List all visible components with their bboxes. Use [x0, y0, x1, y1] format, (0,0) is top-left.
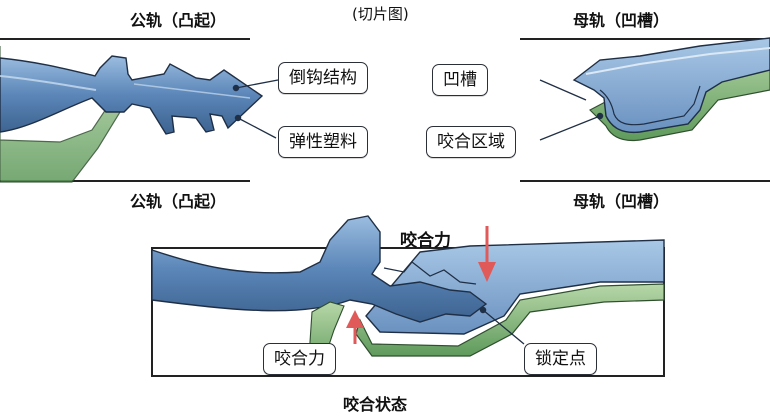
force-arrowhead-top: [478, 262, 496, 282]
mid-rule-left: [0, 180, 250, 182]
barb-structure-label: 倒钩结构: [278, 62, 368, 94]
lock-point-label: 锁定点: [524, 343, 597, 375]
force-label-bottom: 咬合力: [263, 343, 336, 375]
male-rail-title-top: 公轨（凸起）: [130, 11, 227, 30]
top-rule-right: [520, 38, 770, 40]
female-rail-top: [572, 37, 770, 142]
engaged-state-caption: 咬合状态: [343, 395, 408, 414]
force-arrowhead-bottom: [346, 310, 364, 328]
groove-label: 凹槽: [432, 64, 488, 96]
engaged-assembly: [151, 215, 665, 373]
slice-caption: (切片图): [352, 5, 409, 23]
mid-rule-right: [520, 180, 770, 182]
male-rail-title-mid: 公轨（凸起）: [130, 192, 227, 211]
elastic-plastic-label: 弹性塑料: [278, 126, 368, 158]
female-rail-title-top: 母轨（凹槽）: [573, 11, 670, 30]
female-rail-title-mid: 母轨（凹槽）: [573, 192, 670, 211]
force-label-top: 咬合力: [400, 231, 451, 251]
mesh-zone-label: 咬合区域: [426, 126, 516, 158]
male-rail-top: [0, 46, 264, 183]
top-rule-left: [0, 38, 250, 40]
